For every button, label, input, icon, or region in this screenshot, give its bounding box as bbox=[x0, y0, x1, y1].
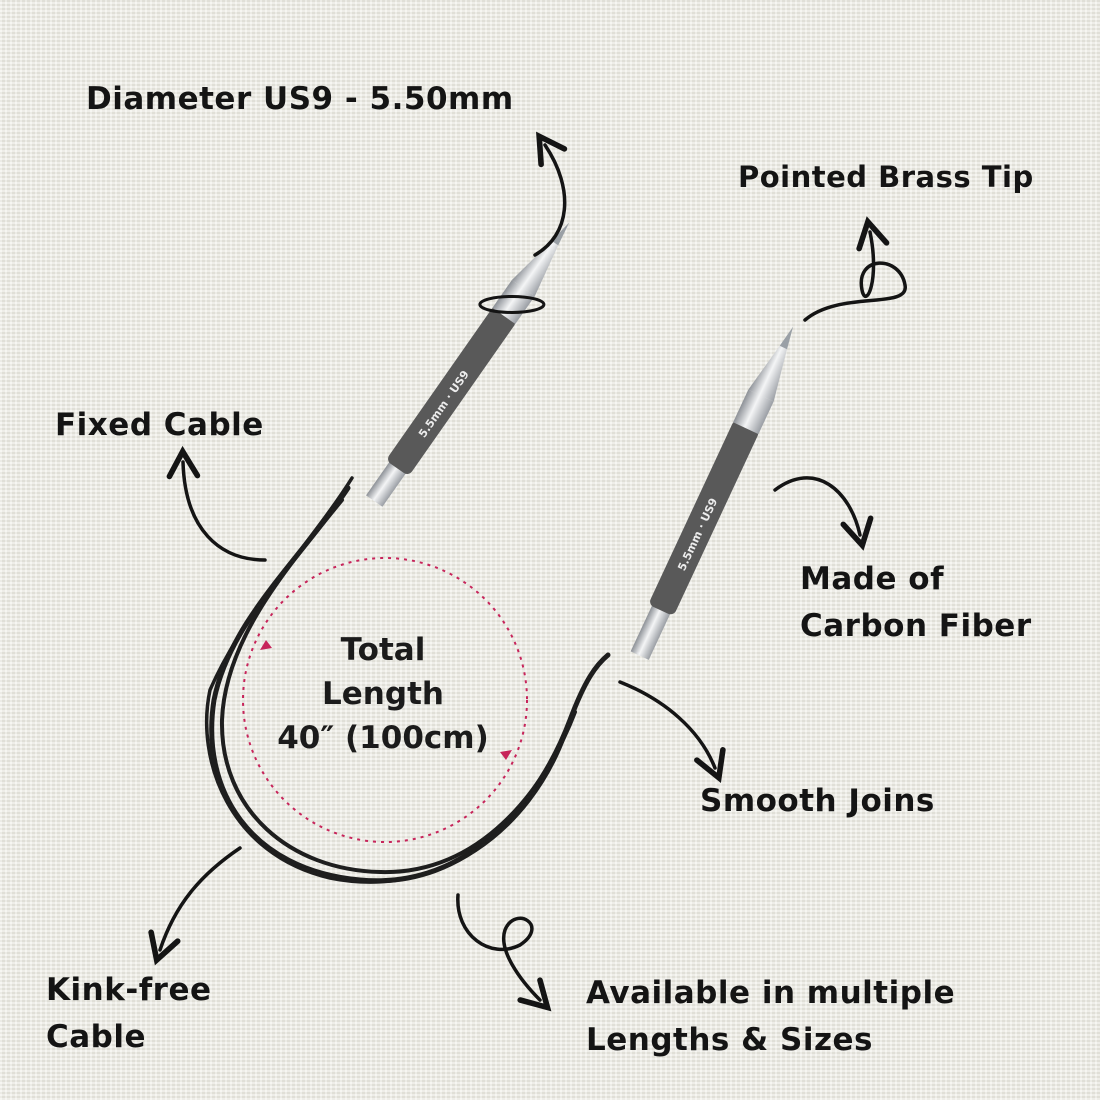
smooth-joins-label: Smooth Joins bbox=[700, 783, 935, 819]
brass-tip-label: Pointed Brass Tip bbox=[738, 160, 1034, 194]
curved-arrow-icon bbox=[166, 445, 267, 562]
loop-arrow-icon bbox=[456, 893, 552, 1012]
fixed-cable-label: Fixed Cable bbox=[55, 407, 264, 443]
loop-arrow-icon bbox=[478, 294, 546, 314]
circular-arrow-icon bbox=[242, 557, 528, 843]
right-needle: 5.5mm · US9 bbox=[630, 326, 794, 660]
kink-free-label: Kink-free Cable bbox=[46, 972, 212, 1055]
cable bbox=[205, 476, 611, 884]
available-sizes-label: Available in multiple Lengths & Sizes bbox=[586, 975, 956, 1058]
loop-arrow-icon bbox=[803, 216, 907, 322]
carbon-fiber-label: Made of Carbon Fiber bbox=[800, 561, 1032, 644]
curved-arrow-icon bbox=[148, 846, 242, 966]
curved-arrow-icon bbox=[533, 131, 568, 257]
diameter-label: Diameter US9 - 5.50mm bbox=[86, 81, 514, 117]
curved-arrow-icon bbox=[773, 476, 874, 551]
curved-arrow-icon bbox=[618, 680, 726, 784]
total-length-label: Total Length 40″ (100cm) bbox=[277, 632, 489, 756]
left-needle: 5.5mm · US9 bbox=[366, 222, 570, 507]
